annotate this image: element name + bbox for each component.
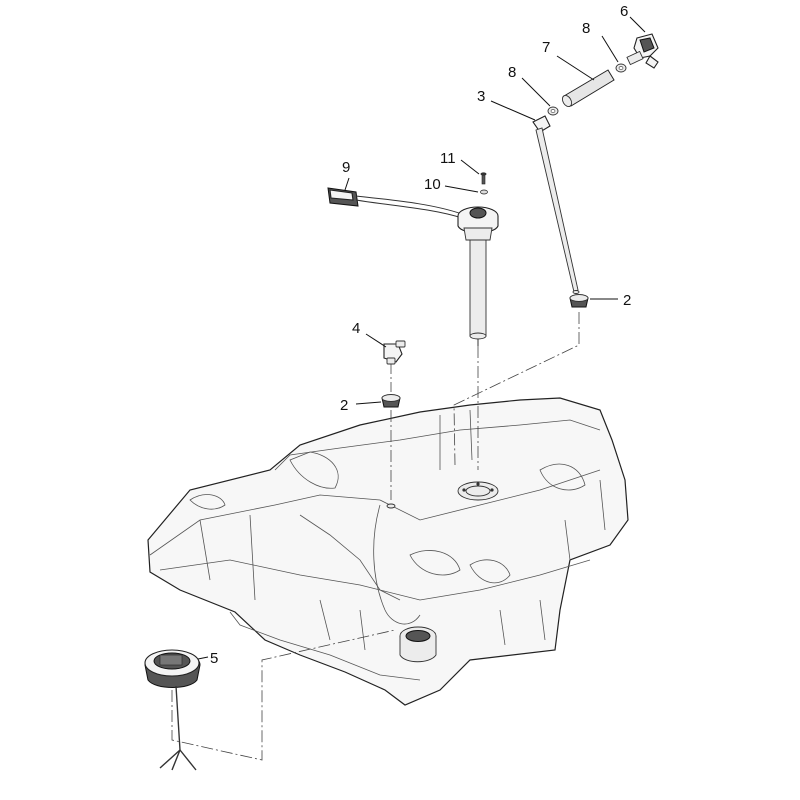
part-4-elbow-fitting bbox=[383, 340, 406, 365]
callout-2-lower: 2 bbox=[340, 397, 348, 414]
sender-mount-opening bbox=[457, 481, 499, 501]
callout-8-upper: 8 bbox=[582, 20, 590, 37]
fuel-tank bbox=[147, 397, 629, 706]
part-2-grommet-upper bbox=[569, 294, 589, 308]
callout-5: 5 bbox=[210, 650, 218, 667]
leader-lines bbox=[197, 16, 646, 660]
part-8-clamp-upper bbox=[615, 63, 627, 73]
callout-6: 6 bbox=[620, 3, 628, 20]
callout-8-lower: 8 bbox=[508, 64, 516, 81]
part-6-fitting bbox=[626, 33, 659, 69]
callout-2-upper: 2 bbox=[623, 292, 631, 309]
part-11-screw bbox=[480, 172, 487, 185]
assembly-phantom-lines bbox=[171, 312, 580, 761]
callout-10: 10 bbox=[424, 176, 441, 193]
part-5-fuel-cap bbox=[144, 649, 201, 771]
part-2-grommet-lower bbox=[381, 394, 401, 408]
part-9-fuel-sender bbox=[327, 187, 499, 346]
part-3-pickup-tube bbox=[532, 115, 580, 294]
callout-4: 4 bbox=[352, 320, 360, 337]
grommet-hole bbox=[386, 503, 396, 509]
callouts: 6 8 7 8 3 9 11 10 2 4 2 5 bbox=[210, 3, 631, 667]
part-8-clamp-lower bbox=[547, 106, 559, 116]
filler-neck bbox=[399, 626, 437, 663]
callout-7: 7 bbox=[542, 39, 550, 56]
part-7-hose bbox=[561, 69, 615, 108]
callout-9: 9 bbox=[342, 159, 350, 176]
callout-11: 11 bbox=[440, 150, 456, 167]
part-10-washer bbox=[480, 189, 488, 195]
callout-3: 3 bbox=[477, 88, 485, 105]
